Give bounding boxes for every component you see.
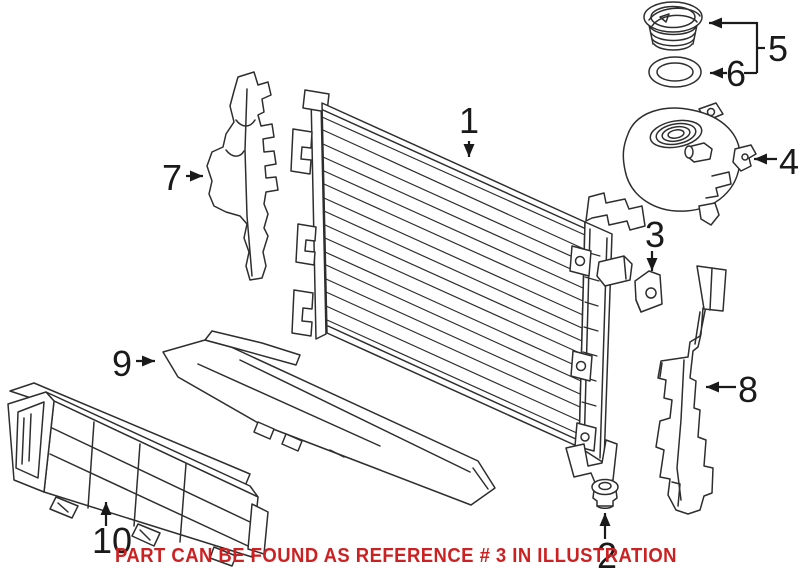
part-4-expansion-tank-drawing [622,102,757,226]
line-art [7,1,757,567]
part-3-retaining-clip-drawing [634,270,663,313]
part-8-right-air-guide-drawing [655,265,727,515]
callout-label-4: 4 [779,141,799,182]
callout-label-9: 9 [112,343,132,384]
reference-caption: PART CAN BE FOUND AS REFERENCE # 3 IN IL… [115,545,677,567]
callout-leaders [100,17,777,539]
callout-label-1: 1 [459,100,479,141]
callout-label-8: 8 [738,369,758,410]
part-7-left-air-guide-drawing [206,71,279,281]
part-2-mount-grommet-drawing [591,478,619,509]
part-10-lower-air-shutter-drawing [7,382,269,567]
callout-bracket-5 [709,17,765,75]
callout-label-6: 6 [726,53,746,94]
callout-label-7: 7 [162,157,182,198]
callout-labels: 1 2 3 4 5 6 7 8 9 10 [92,28,799,571]
callout-label-3: 3 [645,214,665,255]
part-9-upper-air-baffle-drawing [162,330,496,506]
callout-label-5: 5 [768,28,788,69]
part-5-reservoir-cap-drawing [643,1,703,51]
callout-label-10: 10 [92,520,132,561]
part-6-cap-seal-drawing [648,56,702,88]
part-1-radiator-drawing [290,89,646,486]
callout-label-2: 2 [597,535,617,571]
